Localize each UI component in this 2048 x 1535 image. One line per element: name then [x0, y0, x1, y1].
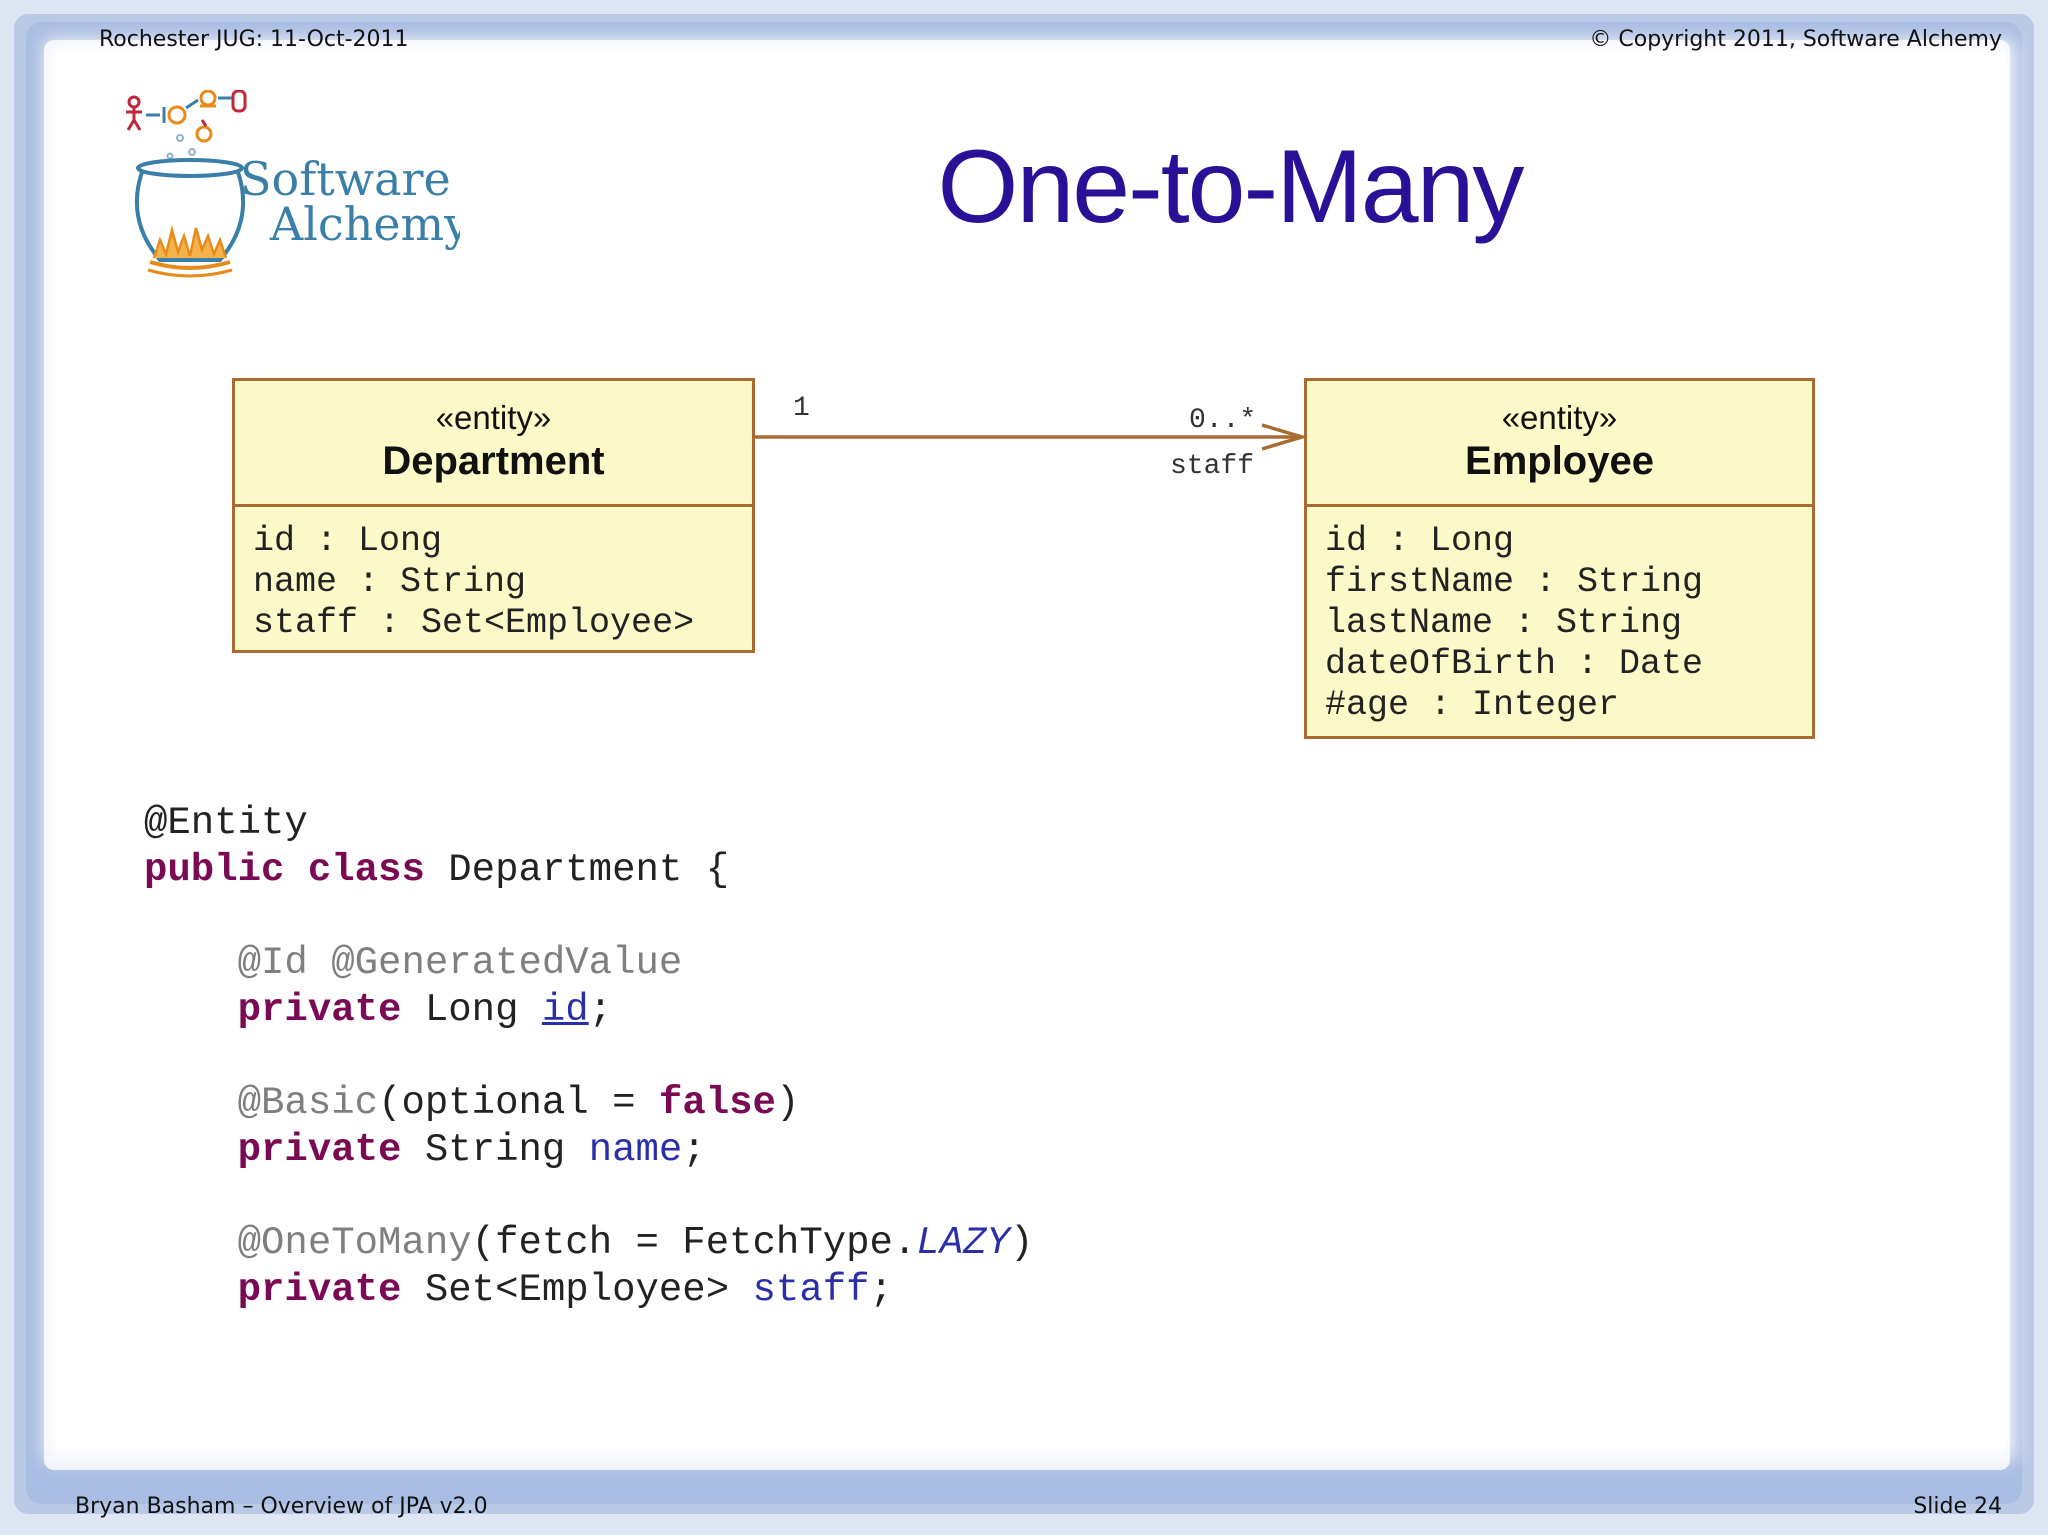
employee-stereotype: «entity» [1307, 381, 1812, 437]
uml-symbols-icon [126, 91, 245, 141]
cauldron-icon [137, 160, 243, 276]
code-type: String [401, 1128, 588, 1172]
code-keyword: private [238, 988, 402, 1032]
employee-attr-lastname: lastName : String [1325, 603, 1812, 644]
code-annotation: @Id @GeneratedValue [238, 941, 683, 985]
code-line-staff-field: private Set<Employee> staff; [144, 1267, 1033, 1314]
code-text: Department { [425, 848, 729, 892]
code-punct: ) [776, 1081, 799, 1125]
code-annotation: @Entity [144, 801, 308, 845]
code-type: Long [401, 988, 541, 1032]
department-header: «entity» Department [235, 381, 752, 507]
code-annotation: @OneToMany [238, 1221, 472, 1265]
logo-alchemy-text: Alchemy [269, 197, 460, 251]
code-field-name: name [589, 1128, 683, 1172]
code-keyword: public class [144, 848, 425, 892]
employee-attr-age: #age : Integer [1325, 685, 1812, 726]
employee-entity-box: «entity» Employee id : Long firstName : … [1304, 378, 1815, 739]
employee-header: «entity» Employee [1307, 381, 1812, 507]
code-line-id-annotation: @Id @GeneratedValue [144, 940, 1033, 987]
employee-attr-dateofbirth: dateOfBirth : Date [1325, 644, 1812, 685]
department-name: Department [235, 437, 752, 485]
department-stereotype: «entity» [235, 381, 752, 437]
footer-author-talk: Bryan Basham – Overview of JPA v2.0 [75, 1494, 488, 1519]
department-attributes: id : Long name : String staff : Set<Empl… [235, 507, 752, 644]
code-punct: ; [870, 1268, 893, 1312]
code-field-name: staff [753, 1268, 870, 1312]
slide-title: One-to-Many [870, 128, 1590, 247]
department-attr-staff: staff : Set<Employee> [253, 603, 752, 644]
code-punct: ; [589, 988, 612, 1032]
code-line-class-decl: public class Department { [144, 847, 1033, 894]
code-keyword: false [659, 1081, 776, 1125]
header-event: Rochester JUG: 11-Oct-2011 [99, 27, 409, 52]
employee-attr-id: id : Long [1325, 521, 1812, 562]
bubbles-icon [168, 135, 196, 159]
code-punct: ; [682, 1128, 705, 1172]
code-line-basic-annotation: @Basic(optional = false) [144, 1080, 1033, 1127]
code-punct: ) [1010, 1221, 1033, 1265]
code-line-name-field: private String name; [144, 1127, 1033, 1174]
source-multiplicity: 1 [793, 393, 810, 424]
department-attr-id: id : Long [253, 521, 752, 562]
code-constant: LAZY [916, 1221, 1010, 1265]
employee-attributes: id : Long firstName : String lastName : … [1307, 507, 1812, 726]
department-entity-box: «entity» Department id : Long name : Str… [232, 378, 755, 653]
employee-attr-firstname: firstName : String [1325, 562, 1812, 603]
code-annotation: @Basic [238, 1081, 378, 1125]
code-keyword: private [238, 1128, 402, 1172]
employee-name: Employee [1307, 437, 1812, 485]
code-listing: @Entity public class Department { @Id @G… [144, 800, 1033, 1314]
code-field-name: id [542, 988, 589, 1032]
header-copyright: © Copyright 2011, Software Alchemy [1589, 27, 2002, 52]
target-multiplicity: 0..* [1189, 405, 1256, 436]
code-line-onetomany-annotation: @OneToMany(fetch = FetchType.LAZY) [144, 1220, 1033, 1267]
code-text: (fetch = FetchType. [472, 1221, 917, 1265]
footer-slide-number: Slide 24 [1913, 1494, 2002, 1519]
code-type: Set<Employee> [401, 1268, 752, 1312]
software-alchemy-logo: Software Alchemy [120, 90, 460, 290]
code-line-entity-annotation: @Entity [144, 800, 1033, 847]
code-keyword: private [238, 1268, 402, 1312]
target-role-label: staff [1170, 451, 1254, 482]
code-text: (optional = [378, 1081, 659, 1125]
code-line-id-field: private Long id; [144, 987, 1033, 1034]
department-attr-name: name : String [253, 562, 752, 603]
